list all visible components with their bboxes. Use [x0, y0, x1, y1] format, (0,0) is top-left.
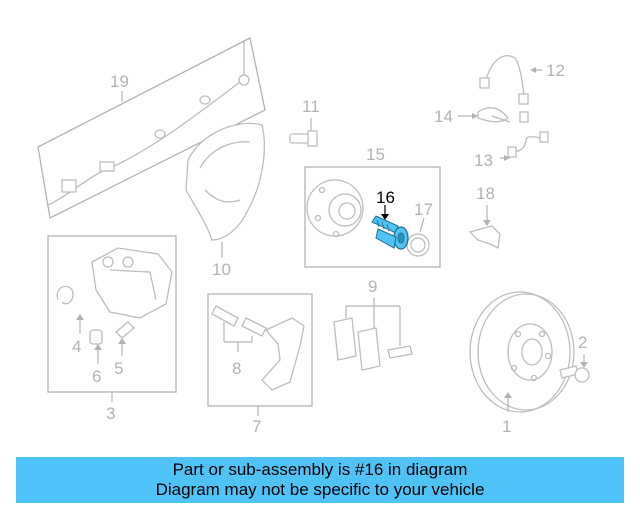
parts-diagram: 19 11 10 15 17 — [37, 37, 590, 436]
part-12-hose — [485, 55, 525, 96]
part-1-group: 1 — [469, 291, 575, 436]
part-17-cap — [406, 233, 430, 257]
part-18-bracket — [468, 225, 501, 249]
callout-5[interactable]: 5 — [114, 359, 123, 378]
part-11-group: 11 — [289, 97, 320, 147]
part-2-screw — [574, 367, 590, 383]
part-9-group: 9 — [333, 277, 413, 371]
part-4-spring — [56, 285, 74, 305]
callout-7[interactable]: 7 — [252, 417, 261, 436]
part-2-group: 2 — [559, 333, 590, 383]
callout-11[interactable]: 11 — [302, 97, 320, 116]
callout-6[interactable]: 6 — [92, 367, 101, 386]
part-13-line — [511, 136, 546, 153]
pad-2 — [357, 327, 381, 371]
callout-15[interactable]: 15 — [366, 145, 385, 164]
part-10-group: 10 — [185, 122, 265, 279]
rotor-hub — [507, 323, 553, 381]
callout-4[interactable]: 4 — [72, 337, 81, 356]
callout-19[interactable]: 19 — [110, 72, 129, 91]
callout-3[interactable]: 3 — [106, 404, 115, 423]
callout-8[interactable]: 8 — [232, 359, 241, 378]
pad-clip — [387, 345, 413, 359]
guide-pin-2 — [241, 317, 267, 337]
callout-18[interactable]: 18 — [476, 184, 495, 203]
callout-16[interactable]: 16 — [376, 188, 395, 207]
part-15-box — [304, 166, 441, 268]
part-7-box — [207, 293, 313, 407]
part-7-group: 8 7 — [207, 293, 313, 436]
caliper-carrier — [261, 317, 305, 391]
sensor-head — [61, 179, 77, 193]
part-15-group: 15 17 16 — [304, 145, 441, 268]
callout-2[interactable]: 2 — [578, 333, 587, 352]
banner-line-2: Diagram may not be specific to your vehi… — [155, 480, 485, 499]
part-3-group: 4 6 5 3 — [47, 235, 177, 423]
info-banner: Part or sub-assembly is #16 in diagram D… — [16, 457, 624, 503]
callout-14[interactable]: 14 — [434, 107, 453, 126]
callout-9[interactable]: 9 — [368, 277, 377, 296]
callout-1[interactable]: 1 — [502, 417, 511, 436]
pad-1 — [333, 317, 357, 361]
hose-group: 12 14 13 — [434, 55, 565, 170]
part-6-cap — [89, 329, 103, 345]
part-16-bolt[interactable] — [371, 215, 409, 250]
callout-12[interactable]: 12 — [546, 61, 565, 80]
part-19-group: 19 — [37, 37, 266, 219]
callout-17[interactable]: 17 — [414, 200, 433, 219]
callout-13[interactable]: 13 — [474, 151, 493, 170]
part-10-plate — [185, 122, 265, 241]
part-19-panel — [37, 37, 266, 219]
banner-line-1: Part or sub-assembly is #16 in diagram — [172, 460, 468, 479]
part-18-group: 18 — [468, 184, 501, 249]
callout-10[interactable]: 10 — [212, 260, 231, 279]
guide-pin-1 — [211, 305, 239, 327]
part-5-bleeder — [115, 321, 135, 339]
